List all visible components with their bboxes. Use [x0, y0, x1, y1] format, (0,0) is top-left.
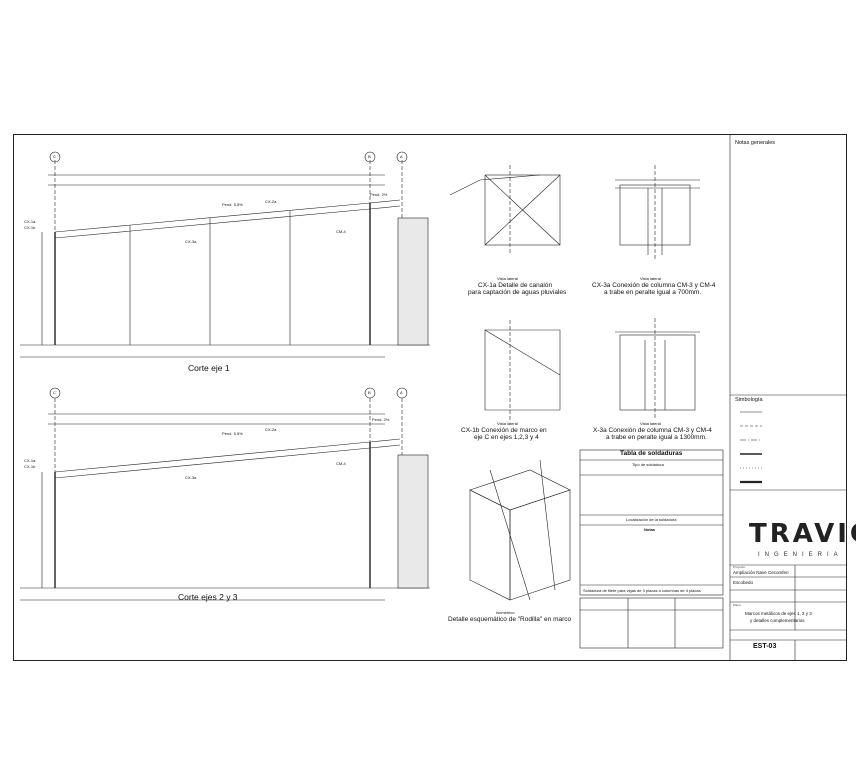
- detail-title: CX-3a Conexión de columna CM-3 y CM-4: [592, 282, 716, 289]
- welding-table-title: Tabla de soldaduras: [620, 450, 683, 457]
- welding-subtitle: Tipo de soldadura: [632, 462, 664, 467]
- company-logo-subtitle: INGENIERIA: [758, 552, 843, 558]
- detail-head: Vista lateral: [640, 421, 661, 426]
- connection-ref: CX-3a: [185, 239, 197, 244]
- column-ref: CM-4: [336, 461, 346, 466]
- detail-title: Detalle esquemático de "Rodilla" en marc…: [448, 616, 572, 623]
- company-logo: TRAVIC: [749, 519, 856, 549]
- general-notes-title: Notas generales: [735, 140, 776, 146]
- connection-ref: CX-1b: [24, 464, 36, 469]
- axis-bubble-b: B: [368, 390, 371, 395]
- detail-title: CX-1a Detalle de canalón: [478, 282, 553, 289]
- detail-isometric: [469, 459, 571, 601]
- welding-notes-title: Notas: [644, 527, 656, 532]
- sheet-number: EST-03: [753, 643, 777, 650]
- axis-bubble-a: A: [400, 154, 403, 159]
- fillet-table-title: Soldadura de filete para vigas de 3 plac…: [583, 588, 701, 593]
- connection-ref: CX-3a: [185, 475, 197, 480]
- welding-subtitle: Localización de la soldadura: [626, 517, 677, 522]
- axis-bubble-b: B: [368, 154, 371, 159]
- slope-label-1: Pend. 5.5%: [222, 202, 243, 207]
- connection-ref: CX-1a: [24, 219, 36, 224]
- detail-head: Isométrico: [496, 610, 515, 615]
- detail-title: CX-1b Conexión de marco en: [461, 427, 547, 434]
- slope-label-2: Pend. 5.5%: [222, 431, 243, 436]
- welding-table: [579, 449, 724, 649]
- detail-subtitle: para captación de aguas pluviales: [468, 289, 567, 296]
- frame-elevation-1: [20, 160, 430, 358]
- slope-label-4: Pend. 2%: [372, 417, 390, 422]
- detail-head: Vista lateral: [640, 276, 661, 281]
- project-location: Escobedo: [733, 580, 754, 585]
- detail-cx1b: [484, 320, 561, 420]
- drawing-sheet-border: [13, 134, 847, 661]
- sheet-content-line-2: y detalles complementarios: [750, 618, 805, 623]
- axis-bubble-a: A: [400, 390, 403, 395]
- connection-ref: CX-1a: [24, 458, 36, 463]
- detail-cx1a: [449, 165, 561, 255]
- detail-subtitle: a trabe en peralte igual a 700mm.: [604, 289, 702, 296]
- frame-elevation-2-3: [20, 398, 430, 601]
- detail-head: Vista lateral: [497, 421, 518, 426]
- connection-ref: CX-2a: [265, 427, 277, 432]
- connection-ref: CX-2a: [265, 199, 277, 204]
- project-label: Proyecto:: [733, 565, 746, 569]
- detail-cx3a: [615, 165, 700, 260]
- connection-ref: CX-1b: [24, 225, 36, 230]
- sheet-content-label: Plano:: [733, 603, 742, 607]
- project-name: Ampliación Nave Cecomferi: [733, 570, 789, 575]
- sheet-content-line-1: Marcos metálicos de ejes 1, 2 y 3: [745, 611, 812, 616]
- slope-label-3: Pend. 2%: [370, 192, 388, 197]
- detail-title: X-3a Conexión de columna CM-3 y CM-4: [593, 427, 712, 434]
- axis-bubble-c: C: [53, 390, 56, 395]
- axis-bubble-c: C: [53, 154, 56, 159]
- detail-head: Vista lateral: [497, 276, 518, 281]
- view-title-corte-ejes-2-3: Corte ejes 2 y 3: [178, 592, 238, 602]
- detail-subtitle: a trabe en peralte igual a 1300mm.: [606, 434, 707, 441]
- legend-title: Simbología: [735, 397, 763, 403]
- detail-x3a: [615, 318, 700, 420]
- detail-subtitle: eje C en ejes 1,2,3 y 4: [474, 434, 539, 441]
- column-ref: CM-4: [336, 229, 346, 234]
- view-title-corte-eje-1: Corte eje 1: [188, 363, 230, 373]
